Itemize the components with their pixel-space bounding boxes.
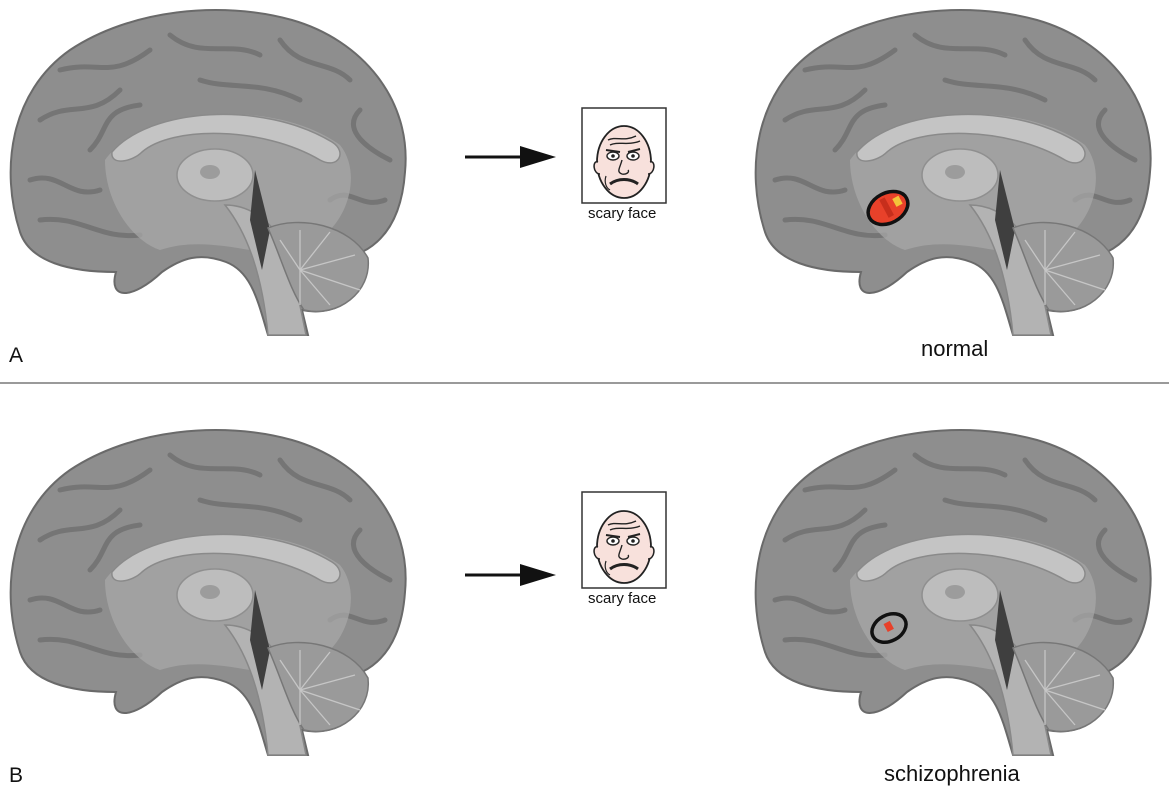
stimulus-label: scary face (588, 590, 657, 607)
amygdala-activation (870, 611, 908, 645)
brain-before (11, 10, 406, 335)
brain-after (756, 10, 1151, 335)
brain-before (11, 430, 406, 755)
condition-label: normal (921, 336, 989, 361)
panel-label-a: A (9, 344, 24, 367)
condition-label: schizophrenia (884, 761, 1020, 786)
brain-after (756, 430, 1151, 755)
panel-label-b: B (9, 764, 24, 787)
amygdala-activation (866, 189, 910, 227)
arrow (465, 146, 556, 168)
arrow (465, 564, 556, 586)
stimulus-label: scary face (588, 205, 657, 222)
